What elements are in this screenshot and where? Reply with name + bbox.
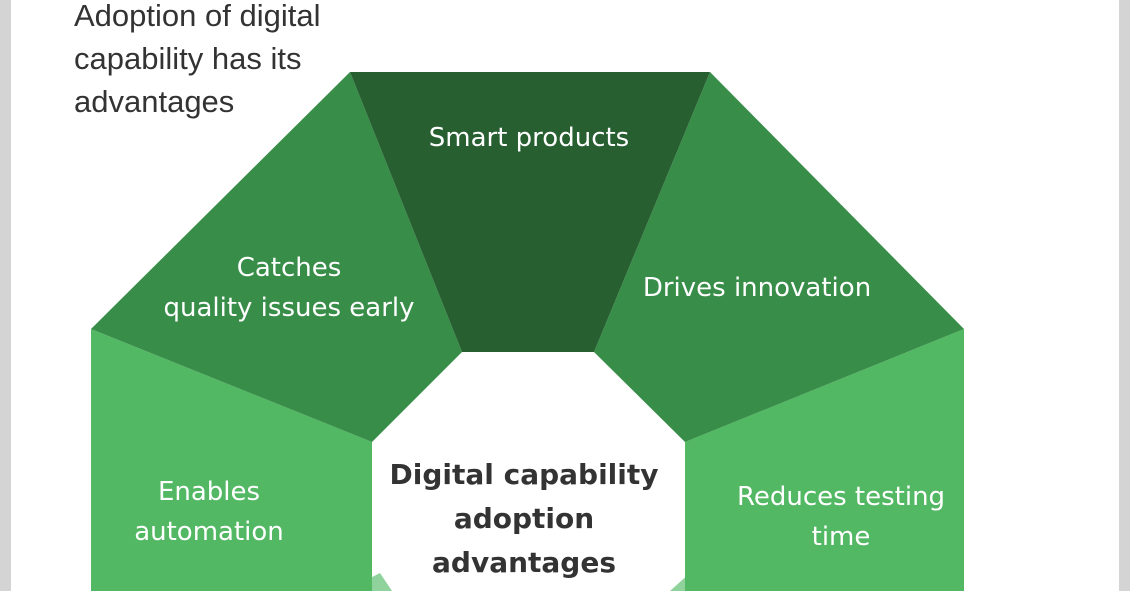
label-line: Drives innovation xyxy=(643,273,871,303)
label-line: time xyxy=(812,522,871,552)
segment-lower-right xyxy=(685,329,964,591)
right-border xyxy=(1119,0,1130,591)
label-line: Digital capability xyxy=(389,458,658,491)
left-border xyxy=(0,0,11,591)
segment-top xyxy=(350,72,710,352)
label-reduces-testing-time: Reduces testing time xyxy=(737,482,945,552)
segment-lower-left xyxy=(91,329,372,591)
label-line: advantages xyxy=(432,546,616,579)
segment-upper-right xyxy=(594,72,964,442)
label-smart-products: Smart products xyxy=(429,123,629,153)
label-line: automation xyxy=(134,517,284,547)
label-catches-quality-issues: Catches quality issues early xyxy=(163,253,414,323)
center-label: Digital capability adoption advantages xyxy=(389,458,658,579)
label-line: Reduces testing xyxy=(737,482,945,512)
label-line: Enables xyxy=(158,477,260,507)
label-drives-innovation: Drives innovation xyxy=(643,273,871,303)
page-title: Adoption of digital capability has its a… xyxy=(74,0,321,119)
label-line: Catches xyxy=(237,253,342,283)
segment-upper-left xyxy=(91,72,462,442)
label-line: adoption xyxy=(454,502,594,535)
label-enables-automation: Enables automation xyxy=(134,477,284,547)
label-line: quality issues early xyxy=(163,293,414,323)
label-line: Smart products xyxy=(429,123,629,153)
